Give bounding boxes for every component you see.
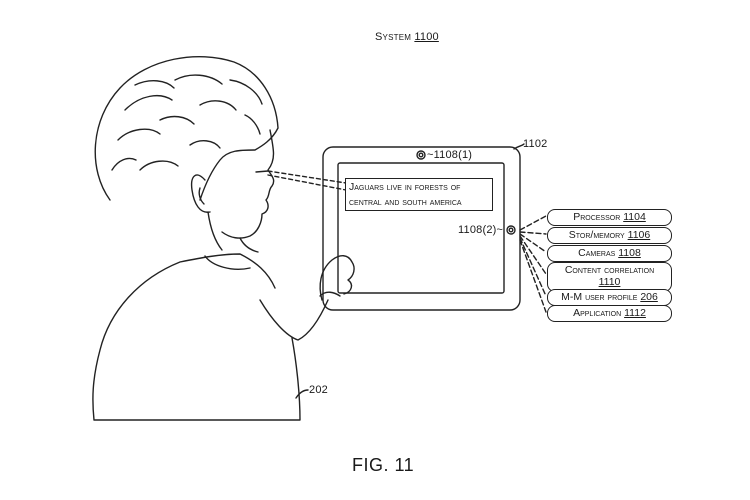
component-name: Content correlation [564, 264, 655, 276]
component-stor-memory: Stor/memory 1106 [547, 227, 672, 244]
component-name: Processor [573, 211, 621, 223]
user-ref-label: 202 [309, 384, 328, 396]
tablet-body [322, 146, 521, 311]
component-name: Cameras [578, 247, 616, 259]
component-connectors [519, 215, 547, 313]
component-ref: 1110 [598, 276, 621, 288]
component-content-correlation: Content correlation 1110 [547, 262, 672, 292]
eye [255, 170, 269, 173]
component-ref: 1108 [618, 247, 641, 259]
person-illustration [92, 56, 355, 421]
component-cameras: Cameras 1108 [547, 245, 672, 262]
component-ref: 1104 [623, 211, 646, 223]
component-name: Application [573, 307, 622, 319]
device-ref-leader [513, 143, 525, 150]
face-outline [221, 129, 275, 239]
device-ref-label: 1102 [523, 138, 548, 150]
figure-caption: FIG. 11 [352, 455, 415, 475]
component-mm-user-profile: M-M user profile 206 [547, 289, 672, 306]
body-outline [92, 253, 301, 421]
hair-outline [94, 56, 279, 201]
component-name: M-M user profile [561, 291, 638, 303]
ear [190, 174, 211, 213]
component-name: Stor/memory [568, 229, 625, 241]
gaze-line-lower [267, 174, 347, 191]
tablet-screen [337, 162, 505, 294]
hand [319, 255, 355, 301]
screen-message-line2: central and south america [349, 196, 462, 208]
camera-side-label: 1108(2)~ [458, 224, 504, 236]
system-title: System 1100 [375, 31, 439, 43]
gaze-line-upper [267, 170, 347, 184]
camera-top [416, 150, 426, 160]
component-processor: Processor 1104 [547, 209, 672, 226]
screen-message-line1: Jaguars live in forests of [349, 181, 461, 193]
screen-message-box: Jaguars live in forests of central and s… [345, 178, 493, 211]
camera-side [506, 225, 516, 235]
camera-top-label: ~1108(1) [427, 149, 473, 161]
component-ref: 206 [640, 291, 658, 303]
system-title-ref: 1100 [414, 31, 439, 43]
arm [259, 299, 329, 341]
component-application: Application 1112 [547, 305, 672, 322]
user-ref-leader [295, 389, 309, 399]
component-ref: 1106 [627, 229, 651, 241]
component-ref: 1112 [624, 307, 646, 319]
system-title-prefix: System [375, 31, 412, 43]
